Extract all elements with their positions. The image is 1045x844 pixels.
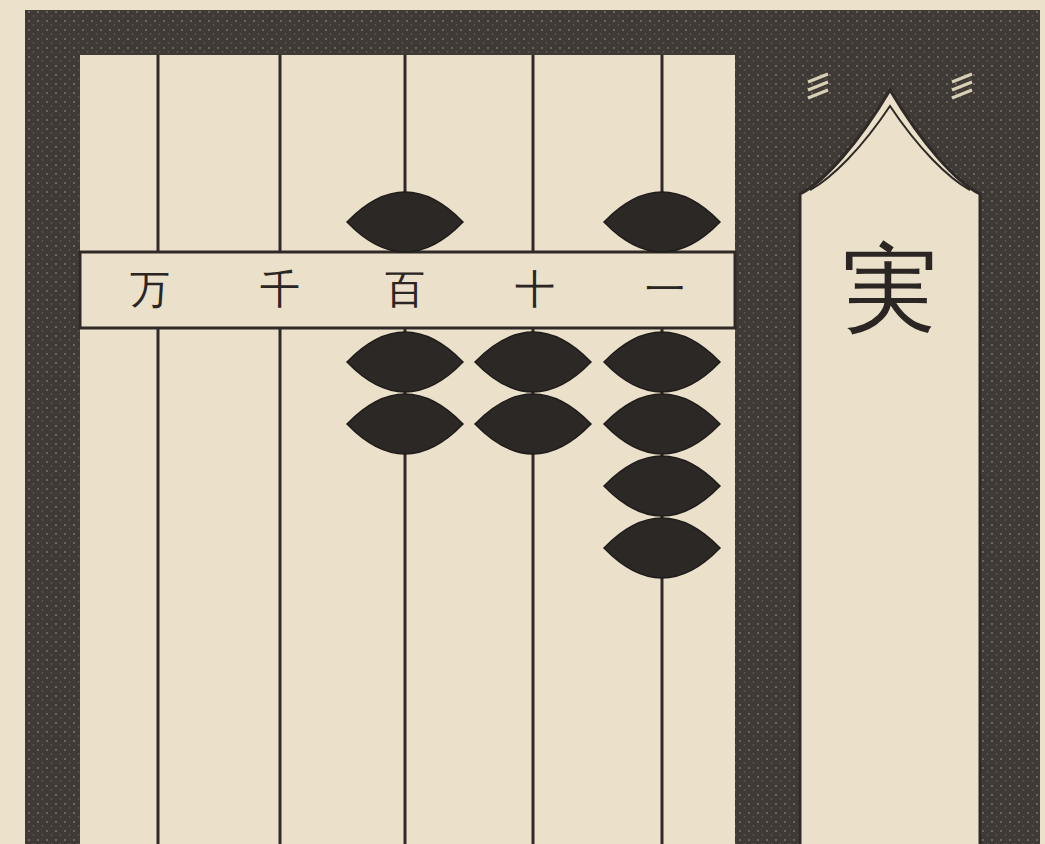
cartouche-outline — [796, 62, 984, 844]
ornament-stroke — [808, 74, 828, 82]
abacus-field — [80, 55, 735, 844]
ornament-stroke — [952, 74, 972, 82]
abacus-beam — [80, 252, 735, 328]
abacus-bead — [604, 456, 720, 516]
cartouche-shape — [800, 90, 980, 844]
place-value-label: 百 — [370, 270, 440, 310]
rods — [158, 55, 662, 844]
title-character: 実 — [842, 237, 938, 343]
abacus-bead — [604, 394, 720, 454]
abacus-bead — [347, 394, 463, 454]
place-value-label: 十 — [500, 270, 570, 310]
cartouche-inner-line — [810, 106, 970, 190]
abacus-rod — [157, 328, 160, 844]
ornament-stroke — [952, 82, 972, 90]
place-value-label: 万 — [115, 270, 185, 310]
ornament-stroke — [952, 90, 972, 98]
ornament-stroke — [808, 90, 828, 98]
abacus-bead — [604, 332, 720, 392]
abacus-bead — [475, 394, 591, 454]
place-value-label: 一 — [630, 270, 700, 310]
abacus-rod — [279, 328, 282, 844]
corner-ornament — [808, 74, 828, 98]
abacus-bead — [604, 518, 720, 578]
abacus-bead — [347, 192, 463, 252]
place-value-label: 千 — [245, 270, 315, 310]
title-cartouche: 実 — [796, 62, 984, 844]
abacus-bead — [604, 192, 720, 252]
corner-ornament — [952, 74, 972, 98]
abacus-rod — [532, 55, 535, 252]
abacus-rod — [279, 55, 282, 252]
abacus-bead — [347, 332, 463, 392]
beads — [347, 192, 720, 578]
ornament-stroke — [808, 82, 828, 90]
abacus-rod — [157, 55, 160, 252]
abacus-bead — [475, 332, 591, 392]
